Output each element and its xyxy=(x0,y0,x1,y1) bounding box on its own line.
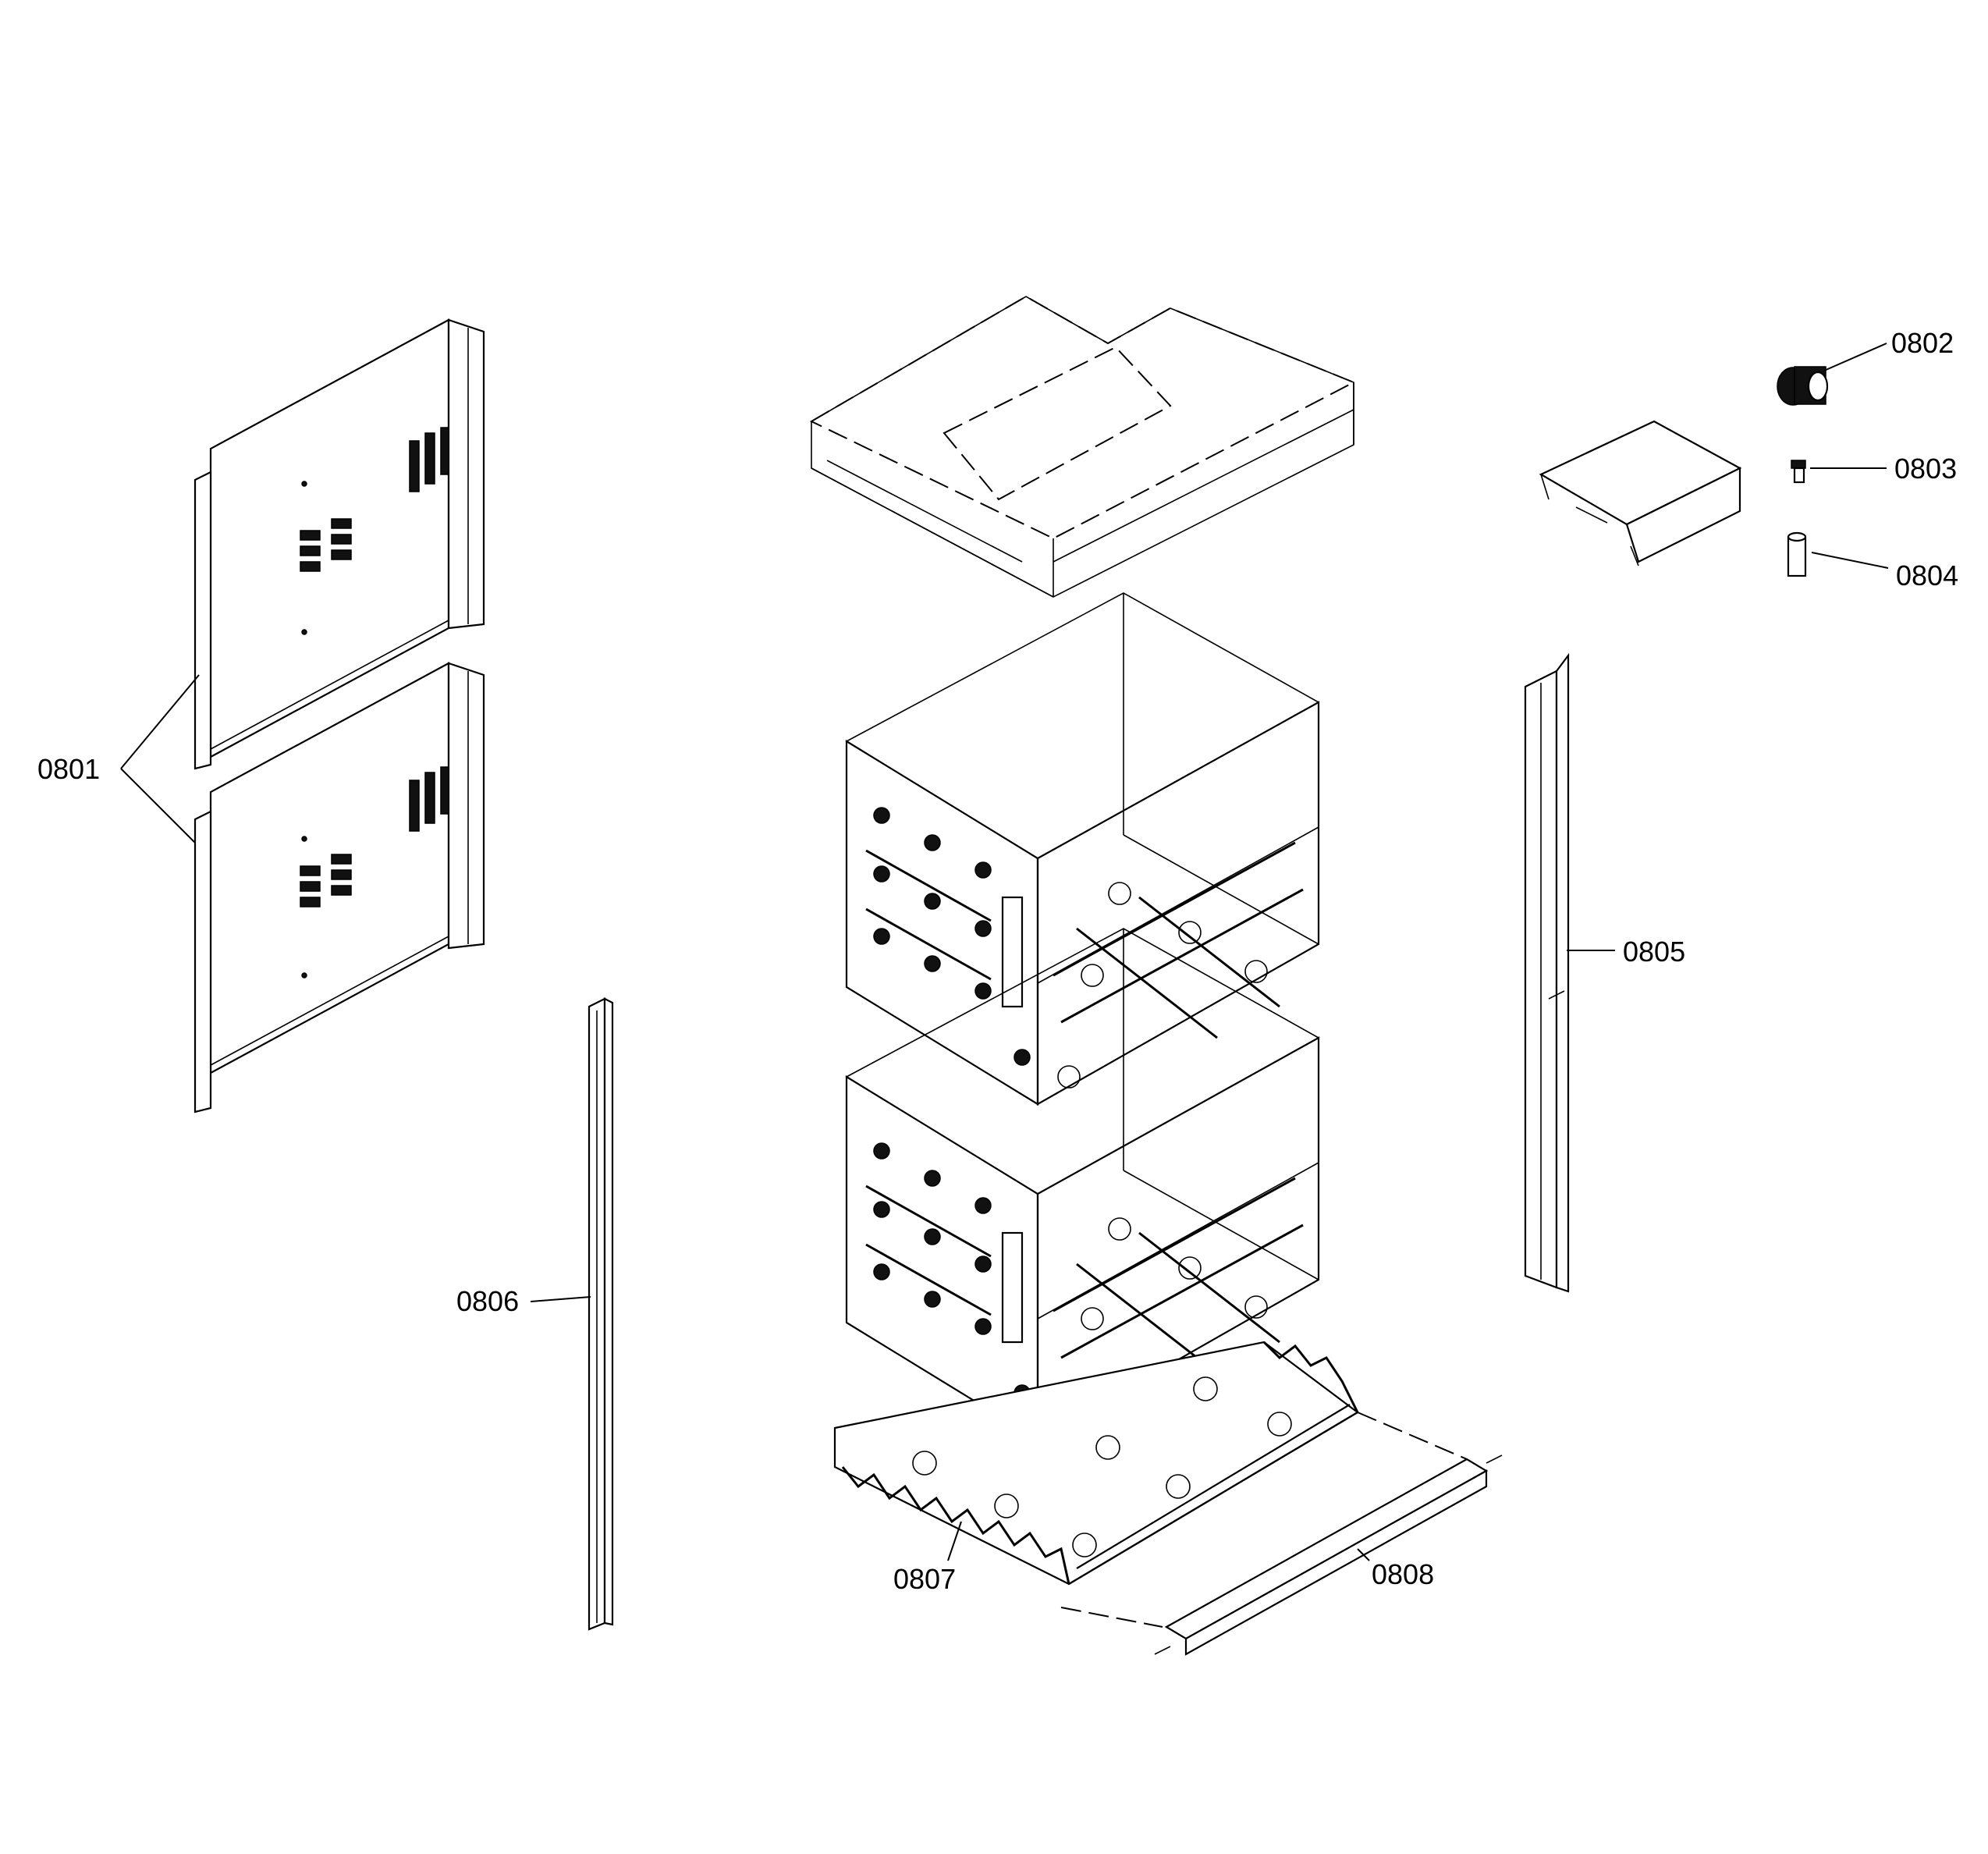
part-0802-fan-motor xyxy=(1777,366,1829,406)
leader-0804 xyxy=(1811,552,1889,569)
part-0808-front-trim xyxy=(1060,1412,1503,1656)
part-0801-lower-panel xyxy=(193,662,485,1113)
part-0805-trim xyxy=(1524,652,1570,1293)
label-0805: 0805 xyxy=(1623,936,1685,968)
vent-slots-upper xyxy=(409,427,449,492)
part-0806-trim xyxy=(588,997,614,1631)
leader-0802 xyxy=(1823,343,1887,371)
label-0806: 0806 xyxy=(456,1285,519,1317)
leader-0807 xyxy=(947,1521,962,1561)
part-0807-base-tray xyxy=(833,1341,1359,1586)
part-0801-upper-panel xyxy=(193,318,485,770)
top-cover-assembly xyxy=(809,295,1356,598)
upper-cavity-rack-grid xyxy=(1053,841,1304,1089)
label-0802: 0802 xyxy=(1891,327,1954,359)
label-0804: 0804 xyxy=(1896,559,1958,591)
label-0803: 0803 xyxy=(1894,453,1957,485)
part-0804-spacer xyxy=(1787,531,1807,577)
vent-slots-lower xyxy=(409,766,449,832)
label-0808: 0808 xyxy=(1372,1558,1434,1590)
upper-cavity-side-holes xyxy=(865,807,1031,1066)
part-0803-bushing xyxy=(1791,460,1806,484)
vent-bracket-upper xyxy=(300,518,352,572)
small-bracket xyxy=(1539,420,1742,566)
leader-0806 xyxy=(530,1296,591,1302)
leader-0808 xyxy=(1357,1548,1370,1561)
upper-oven-cavity xyxy=(845,592,1320,1106)
label-0807: 0807 xyxy=(893,1563,956,1595)
label-0801: 0801 xyxy=(37,753,100,785)
vent-bracket-lower xyxy=(300,854,352,907)
leader-0801 xyxy=(120,674,200,844)
